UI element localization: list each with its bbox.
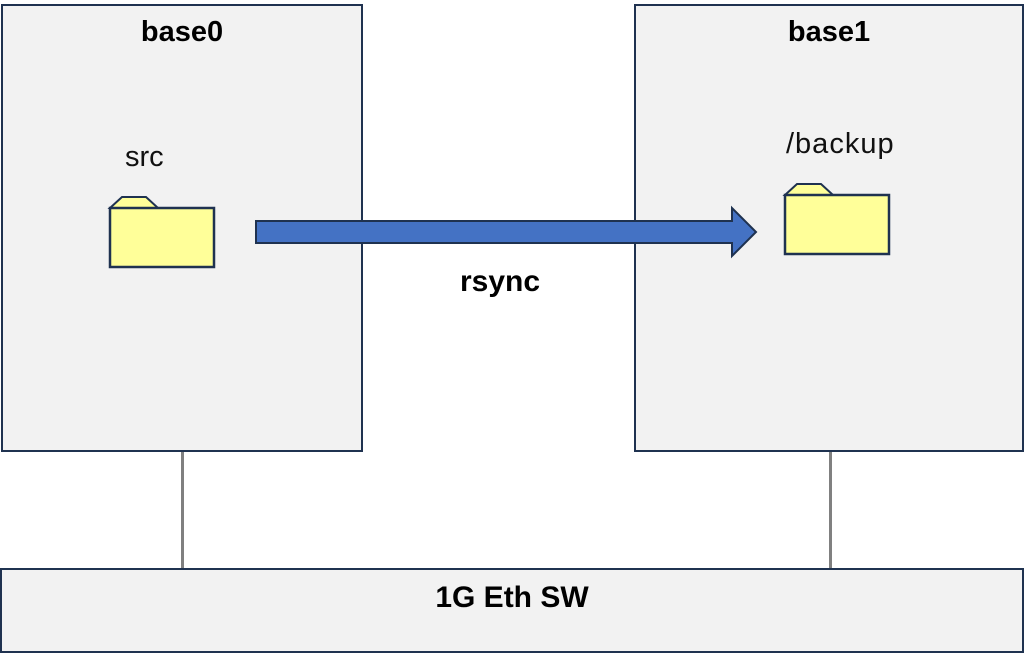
- rsync-arrow: [255, 205, 758, 259]
- folder-icon: [782, 183, 891, 256]
- switch-1g-eth: 1G Eth SW: [0, 568, 1024, 653]
- link-base1-switch: [829, 450, 832, 570]
- folder-icon: [107, 196, 216, 269]
- host-base0-title: base0: [140, 16, 224, 48]
- host-base1-title: base1: [787, 16, 871, 48]
- rsync-label: rsync: [460, 265, 541, 298]
- link-base0-switch: [181, 450, 184, 570]
- folder-src-label: src: [125, 141, 164, 173]
- folder-backup-label: /backup: [786, 128, 895, 160]
- switch-title: 1G Eth SW: [435, 581, 589, 614]
